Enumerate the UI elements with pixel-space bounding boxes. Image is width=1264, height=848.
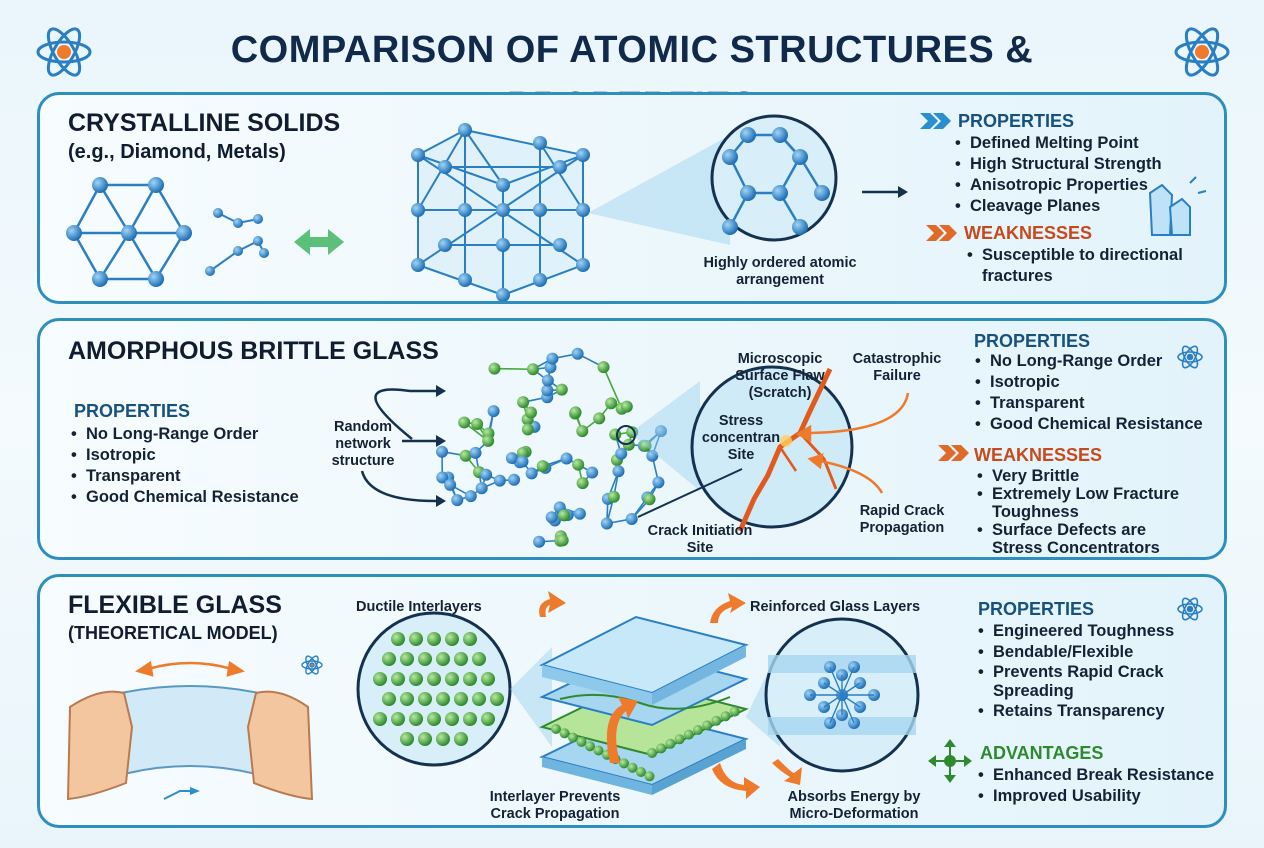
catastrophic-failure-label: Catastrophic Failure (852, 351, 942, 384)
list-item: Isotropic (975, 372, 1203, 393)
flexible-panel: FLEXIBLE GLASS (THEORETICAL MODEL) Ducti… (37, 574, 1227, 828)
zoom-circle (710, 114, 838, 242)
weaknesses-chevron-icon (926, 225, 957, 241)
list-item: Transparent (975, 393, 1203, 414)
atom-logo-left-icon (36, 27, 92, 77)
atom-small-icon (301, 655, 323, 675)
list-item: Defined Melting Point (955, 133, 1162, 154)
list-item: Surface Defects are Stress Concentrators (977, 521, 1187, 557)
list-item: Cleavage Planes (955, 196, 1162, 217)
list-item: Susceptible to directional fractures (967, 245, 1187, 287)
crack-zoom-circle (690, 365, 854, 533)
amorphous-properties-list: No Long-Range Order Isotropic Transparen… (975, 351, 1203, 435)
stress-site-label: Stress concentran Site (701, 413, 781, 463)
crystalline-heading: CRYSTALLINE SOLIDS (68, 109, 341, 137)
absorbs-energy-label: Absorbs Energy by Micro-Deformation (787, 789, 921, 822)
list-item: No Long-Range Order (71, 424, 299, 445)
list-item: Transparent (71, 466, 299, 487)
ordered-arrangement-caption: Highly ordered atomic arrangement (703, 255, 857, 288)
rapid-crack-label: Rapid Crack Propagation (859, 503, 945, 536)
amorphous-weaknesses-title: WEAKNESSES (974, 445, 1103, 465)
flexible-properties-title: PROPERTIES (978, 599, 1095, 619)
random-network (436, 347, 668, 548)
list-item: Improved Usability (978, 786, 1214, 807)
crystalline-weaknesses-list: Susceptible to directional fractures (967, 245, 1187, 287)
atom-logo-right-icon (1174, 27, 1230, 77)
random-network-label: Random network structure (331, 419, 395, 469)
amorphous-left-properties-list: No Long-Range Order Isotropic Transparen… (71, 424, 299, 508)
bend-arrow-icon (135, 660, 245, 677)
crystalline-properties-list: Defined Melting Point High Structural St… (955, 133, 1162, 217)
crystalline-properties-title: PROPERTIES (958, 111, 1075, 131)
ductile-interlayers-label: Ductile Interlayers (356, 599, 482, 615)
amorphous-left-properties-title: PROPERTIES (74, 401, 191, 421)
list-item: Good Chemical Resistance (71, 487, 299, 508)
flexible-subheading: (THEORETICAL MODEL) (68, 623, 278, 643)
list-item: Prevents Rapid Crack Spreading (978, 663, 1188, 701)
list-item: Extremely Low Fracture Toughness (977, 485, 1187, 521)
list-item: Isotropic (71, 445, 299, 466)
flexible-properties-list: Engineered Toughness Bendable/Flexible P… (978, 621, 1188, 722)
list-item: Engineered Toughness (978, 621, 1188, 642)
flexible-advantages-list: Enhanced Break Resistance Improved Usabi… (978, 765, 1214, 807)
advantages-move-icon (928, 739, 972, 783)
atom-small-icon (1177, 597, 1203, 621)
hexagonal-lattice (72, 183, 186, 281)
reinforced-zoom-circle (764, 617, 920, 773)
list-item: Anisotropic Properties (955, 175, 1162, 196)
flexible-heading: FLEXIBLE GLASS (68, 591, 282, 619)
amorphous-panel: AMORPHOUS BRITTLE GLASS PROPERTIES No Lo… (37, 318, 1227, 560)
list-item: No Long-Range Order (975, 351, 1203, 372)
list-item: Enhanced Break Resistance (978, 765, 1214, 786)
interlayer-prevents-label: Interlayer Prevents Crack Propagation (489, 789, 621, 822)
amorphous-heading: AMORPHOUS BRITTLE GLASS (68, 337, 439, 365)
flexible-advantages-title: ADVANTAGES (980, 743, 1104, 763)
transform-arrow-icon (294, 229, 344, 255)
list-item: Good Chemical Resistance (975, 414, 1203, 435)
weaknesses-chevron-icon (938, 445, 969, 461)
list-item: Very Brittle (977, 467, 1187, 485)
crack-initiation-label: Crack Initiation Site (647, 523, 753, 556)
surface-flaw-label: Microscopic Surface Flaw (Scratch) (735, 351, 825, 401)
layered-glass-stack (539, 615, 749, 795)
amorphous-properties-title: PROPERTIES (974, 331, 1091, 351)
list-item: Retains Transparency (978, 701, 1188, 722)
hands-bending-glass (66, 685, 314, 801)
page-title: COMPARISON OF ATOMIC STRUCTURES & PROPER… (230, 29, 1034, 127)
crystalline-weaknesses-title: WEAKNESSES (964, 223, 1093, 243)
crystalline-subheading: (e.g., Diamond, Metals) (68, 141, 286, 163)
properties-chevron-icon (920, 113, 951, 129)
crystalline-panel: CRYSTALLINE SOLIDS (e.g., Diamond, Metal… (37, 92, 1227, 304)
reinforced-layers-label: Reinforced Glass Layers (750, 599, 921, 615)
list-item: High Structural Strength (955, 154, 1162, 175)
amorphous-weaknesses-list: Very Brittle Extremely Low Fracture Toug… (977, 467, 1187, 557)
ductile-zoom-circle (356, 611, 512, 767)
list-item: Bendable/Flexible (978, 642, 1188, 663)
